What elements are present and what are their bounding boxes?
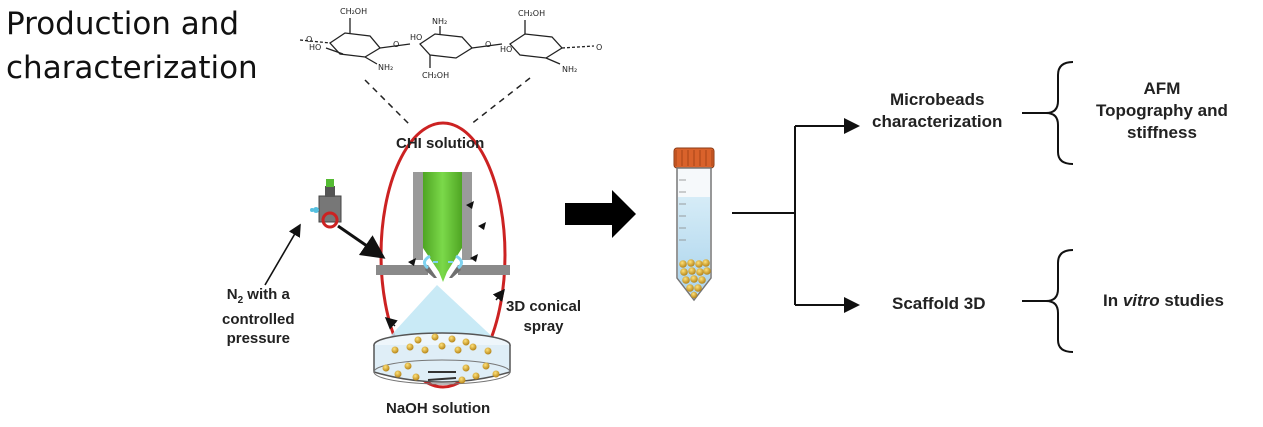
needle-assembly [376, 172, 510, 282]
zoom-lines [364, 77, 531, 126]
chem-o-3: O [485, 40, 491, 49]
title-line-2: characterization [6, 50, 258, 86]
tube-beads [679, 259, 711, 299]
spray-cone [385, 285, 498, 349]
spray-line-1: 3D conical [506, 298, 582, 315]
n2-line-1: N2 with a [226, 286, 290, 306]
scaffold-3d-label: Scaffold 3D [892, 294, 986, 313]
brace-bottom [1022, 249, 1074, 353]
chem-nh2-3: NH₂ [562, 65, 577, 74]
microbeads-characterization-label: Microbeads characterization [872, 89, 1002, 133]
process-arrow [565, 190, 636, 238]
page-title: Production and characterization [6, 2, 258, 90]
chem-ho-2: HO [410, 33, 422, 42]
n2-line-2: controlled [222, 311, 295, 328]
chem-o-4: O [596, 43, 602, 52]
chem-ch2oh-1: CH₂OH [340, 7, 367, 16]
brace-top [1022, 61, 1074, 165]
chitosan-structure [299, 18, 595, 68]
chi-solution-label: CHI solution [396, 135, 485, 152]
chem-o-1: O [306, 35, 312, 44]
spray-label-arrow [492, 288, 505, 302]
n2-pressure-label: N2 with a controlled pressure [222, 285, 295, 348]
ring-bottom-arrow [384, 317, 398, 330]
gas-valve [310, 179, 342, 229]
branch-connector [732, 118, 860, 313]
title-line-1: Production and [6, 6, 240, 42]
valve-to-nozzle-arrow [337, 224, 386, 259]
conical-spray-label: 3D conical spray [506, 297, 581, 337]
chem-nh2-2: NH₂ [432, 17, 447, 26]
n2-label-arrow [264, 223, 301, 286]
naoh-solution-label: NaOH solution [386, 400, 491, 417]
flow-markers [408, 201, 486, 266]
chem-ch2oh-3: CH₂OH [518, 9, 545, 18]
microbeads-line-2: characterization [872, 112, 1003, 131]
chem-ho-1: HO [309, 43, 321, 52]
chem-nh2-1: NH₂ [378, 63, 393, 72]
chem-ho-3: HO [500, 45, 512, 54]
in-vitro-studies-label: In vitro studies [1103, 291, 1224, 310]
n2-line-3: pressure [226, 330, 290, 347]
petri-dish [373, 332, 511, 385]
spray-line-2: spray [523, 318, 564, 335]
afm-line-1: AFM [1143, 79, 1181, 98]
afm-label: AFM Topography and stiffness [1096, 78, 1228, 144]
afm-line-3: stiffness [1126, 123, 1197, 142]
petri-beads [382, 333, 500, 384]
afm-line-2: Topography and [1096, 101, 1228, 120]
chem-o-2: O [393, 40, 399, 49]
microbeads-line-1: Microbeads [889, 90, 985, 109]
chem-ch2oh-2: CH₂OH [422, 71, 449, 80]
